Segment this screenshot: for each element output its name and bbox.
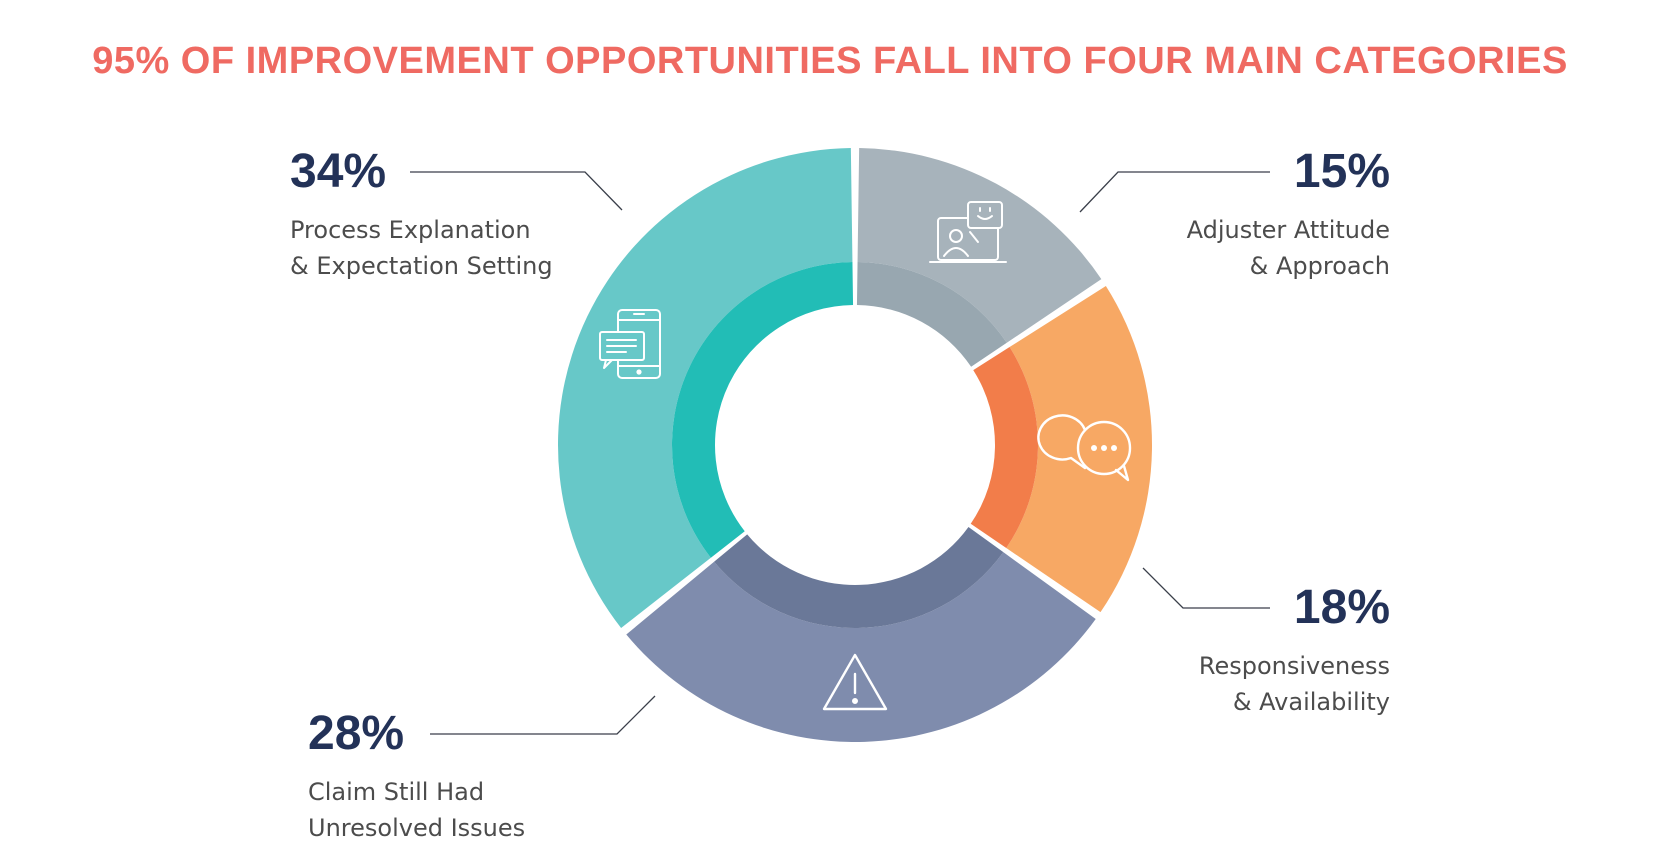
chart-title: 95% OF IMPROVEMENT OPPORTUNITIES FALL IN…: [92, 40, 1568, 82]
donut-slice-inner-responsiveness: [970, 347, 1038, 549]
leader-lines: [410, 171, 1270, 735]
percent-label-responsiveness: 18%: [1293, 581, 1390, 634]
category-label-responsiveness: Responsiveness & Availability: [1199, 648, 1390, 720]
percent-label-adjuster: 15%: [1293, 145, 1390, 198]
mobile-message-icon: [599, 309, 661, 379]
warning-icon: [822, 653, 888, 711]
category-label-claim-line1: Claim Still Had: [308, 778, 485, 806]
leader-line-adjuster: [1079, 171, 1270, 213]
video-chat-icon: [929, 201, 1007, 263]
percent-label-process: 34%: [290, 145, 387, 198]
category-label-claim: Claim Still Had Unresolved Issues: [308, 774, 525, 846]
category-label-process-line1: Process Explanation: [290, 216, 531, 244]
donut-slice-process: [557, 148, 853, 629]
category-label-responsiveness-line1: Responsiveness: [1198, 652, 1390, 680]
donut-slice-adjuster: [857, 148, 1102, 343]
callout-responsiveness: 18% Responsiveness & Availability: [1199, 584, 1390, 720]
donut-slice-claim: [626, 552, 1096, 743]
callout-adjuster: 15% Adjuster Attitude & Approach: [1187, 148, 1390, 284]
leader-line-process: [410, 171, 623, 211]
category-label-adjuster-line1: Adjuster Attitude: [1186, 216, 1390, 244]
leader-line-responsiveness: [1142, 567, 1270, 609]
category-label-adjuster-line2: & Approach: [1249, 252, 1390, 280]
percent-label-claim: 28%: [308, 707, 405, 760]
category-label-adjuster: Adjuster Attitude & Approach: [1187, 212, 1390, 284]
chat-bubbles-icon: [1037, 414, 1132, 482]
category-label-process: Process Explanation & Expectation Settin…: [290, 212, 553, 284]
callout-process: 34% Process Explanation & Expectation Se…: [290, 148, 553, 284]
donut-slices: [557, 148, 1152, 743]
category-label-process-line2: & Expectation Setting: [290, 252, 553, 280]
category-label-claim-line2: Unresolved Issues: [308, 814, 526, 842]
donut-slice-inner-process: [671, 262, 854, 558]
callout-claim: 28% Claim Still Had Unresolved Issues: [308, 710, 525, 846]
donut-slice-inner-adjuster: [856, 262, 1007, 367]
leader-line-claim: [430, 695, 656, 735]
donut-slice-inner-claim: [714, 526, 1004, 628]
category-label-responsiveness-line2: & Availability: [1232, 688, 1390, 716]
